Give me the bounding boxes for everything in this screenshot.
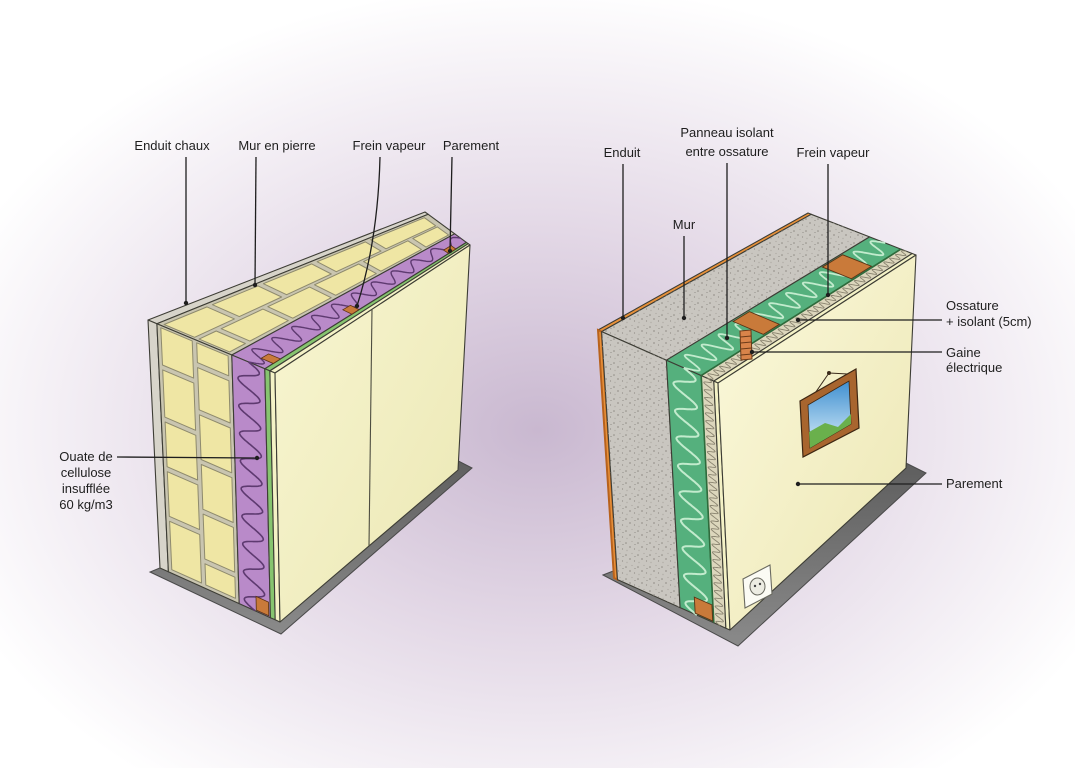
label-frein-vapeur-right: Frein vapeur bbox=[797, 145, 871, 160]
label-mur: Mur bbox=[673, 217, 696, 232]
label-panneau-line-1: Panneau isolant bbox=[680, 125, 774, 140]
outlet-hole bbox=[759, 583, 761, 585]
label-ossature-line-2: + isolant (5cm) bbox=[946, 314, 1032, 329]
leader-dot bbox=[796, 318, 800, 322]
label-parement-left: Parement bbox=[443, 138, 500, 153]
label-enduit-right: Enduit bbox=[604, 145, 641, 160]
leader-dot bbox=[253, 283, 257, 287]
label-ossature-line-1: Ossature bbox=[946, 298, 999, 313]
label-mur-en-pierre: Mur en pierre bbox=[238, 138, 315, 153]
label-panneau-line-2: entre ossature bbox=[685, 144, 768, 159]
leader-dot bbox=[725, 336, 729, 340]
leader-dot bbox=[682, 316, 686, 320]
gaine-tube bbox=[740, 330, 752, 360]
leader-dot bbox=[796, 482, 800, 486]
leader-dot bbox=[355, 304, 359, 308]
leader-dot bbox=[255, 456, 259, 460]
outlet-socket bbox=[750, 578, 765, 595]
leader-dot bbox=[448, 249, 452, 253]
label-frein-vapeur-left: Frein vapeur bbox=[353, 138, 427, 153]
leader-dot bbox=[750, 350, 754, 354]
label-ouate-line-3: insufflée bbox=[62, 481, 110, 496]
leader-dot bbox=[184, 301, 188, 305]
label-ouate-line-2: cellulose bbox=[61, 465, 112, 480]
label-ouate-line-4: 60 kg/m3 bbox=[59, 497, 112, 512]
label-enduit-chaux: Enduit chaux bbox=[134, 138, 210, 153]
gaine-electrique bbox=[740, 330, 752, 360]
label-gaine-line-2: électrique bbox=[946, 360, 1002, 375]
frame-nail bbox=[827, 371, 831, 375]
label-parement-right: Parement bbox=[946, 476, 1003, 491]
leader-dot bbox=[826, 293, 830, 297]
label-ouate-line-1: Ouate de bbox=[59, 449, 113, 464]
outlet-hole bbox=[754, 585, 756, 587]
leader-dot bbox=[621, 316, 625, 320]
label-gaine-line-1: Gaine bbox=[946, 345, 981, 360]
